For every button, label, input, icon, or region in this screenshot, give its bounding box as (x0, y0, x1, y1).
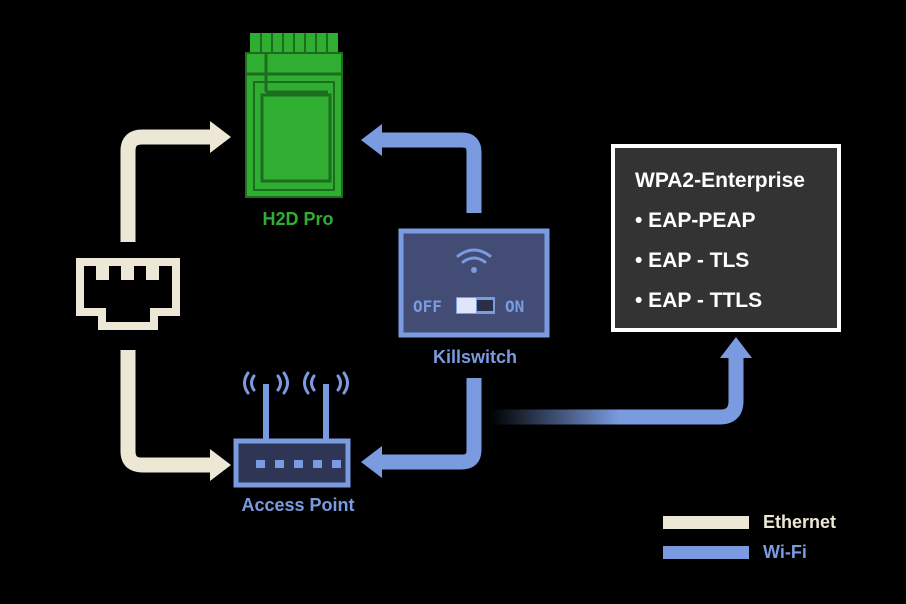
arrow-head-icon (210, 449, 231, 481)
wifi-link-to-access-point (361, 378, 482, 478)
arrow-head-icon (361, 446, 382, 478)
arrow-head-icon (361, 124, 382, 156)
wifi-dot-icon (471, 267, 477, 273)
legend-wifi-label: Wi-Fi (763, 542, 807, 562)
security-method-item: • EAP - TLS (635, 249, 750, 272)
arrow-head-icon (210, 121, 231, 153)
ethernet-link-to-access-point (120, 350, 231, 481)
security-method-item: • EAP - TTLS (635, 289, 763, 312)
security-box-title: WPA2-Enterprise (635, 169, 805, 192)
wifi-icon (456, 248, 492, 264)
wifi-link-to-h2d (361, 124, 482, 213)
arrow-head-icon (720, 337, 752, 358)
ethernet-link-to-h2d (120, 121, 231, 242)
router-icon (233, 371, 351, 488)
legend-wifi-swatch (663, 546, 749, 559)
h2d-pro-label: H2D Pro (262, 209, 334, 229)
killswitch-on-label: ON (505, 297, 525, 316)
killswitch-off-label: OFF (413, 297, 442, 316)
killswitch-label: Killswitch (432, 347, 517, 367)
legend-ethernet-swatch (663, 516, 749, 529)
legend-ethernet-label: Ethernet (763, 512, 837, 532)
wifi-link-to-security-box (490, 337, 752, 425)
access-point-label: Access Point (241, 495, 355, 515)
toggle-switch[interactable] (456, 297, 495, 314)
printer-module-icon (245, 33, 343, 198)
security-method-item: • EAP-PEAP (635, 209, 756, 232)
ethernet-port-icon (76, 258, 180, 330)
killswitch-panel (398, 228, 550, 338)
security-box: WPA2-Enterprise • EAP-PEAP • EAP - TLS •… (611, 144, 841, 332)
